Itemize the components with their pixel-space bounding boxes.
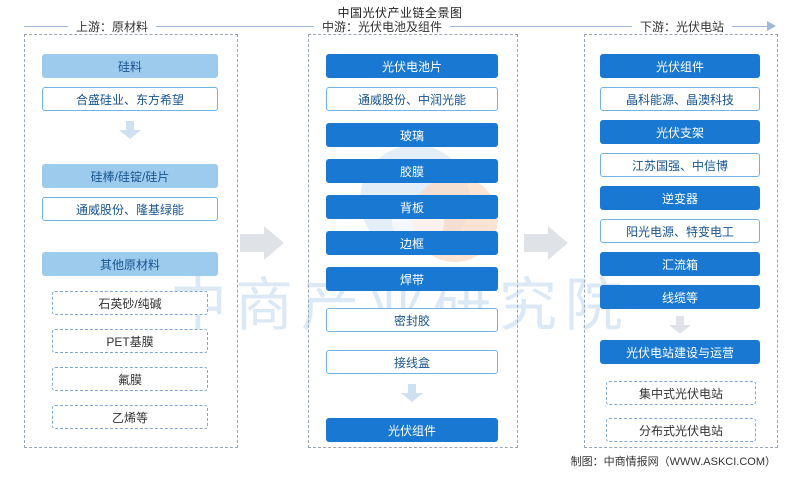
- node-downstream-5[interactable]: 阳光电源、特变电工: [600, 219, 760, 243]
- node-downstream-9[interactable]: 光伏电站建设与运营: [600, 340, 760, 364]
- node-upstream-8[interactable]: 氟膜: [52, 367, 208, 391]
- node-upstream-1[interactable]: 合盛硅业、东方希望: [42, 87, 218, 111]
- node-midstream-6[interactable]: 焊带: [326, 267, 498, 291]
- node-midstream-5[interactable]: 边框: [326, 231, 498, 255]
- node-downstream-6[interactable]: 汇流箱: [600, 252, 760, 276]
- stage-arrow-head-icon: [767, 21, 776, 31]
- node-downstream-2[interactable]: 光伏支架: [600, 120, 760, 144]
- stage-label-downstream: 下游：光伏电站: [632, 18, 733, 35]
- arrow-midstream-to-downstream-icon: [524, 226, 568, 260]
- column-upstream: [24, 34, 238, 448]
- node-midstream-4[interactable]: 背板: [326, 195, 498, 219]
- column-downstream: [584, 34, 778, 448]
- source-credit: 制图：中商情报网（WWW.ASKCI.COM）: [570, 456, 776, 468]
- node-midstream-0[interactable]: 光伏电池片: [326, 54, 498, 78]
- node-upstream-9[interactable]: 乙烯等: [52, 405, 208, 429]
- node-upstream-7[interactable]: PET基膜: [52, 329, 208, 353]
- node-downstream-10[interactable]: 集中式光伏电站: [606, 381, 756, 405]
- node-downstream-1[interactable]: 晶科能源、晶澳科技: [600, 87, 760, 111]
- arrow-upstream-to-midstream-icon: [240, 226, 284, 260]
- node-midstream-1[interactable]: 通威股份、中润光能: [326, 87, 498, 111]
- node-downstream-0[interactable]: 光伏组件: [600, 54, 760, 78]
- node-downstream-4[interactable]: 逆变器: [600, 186, 760, 210]
- node-midstream-2[interactable]: 玻璃: [326, 123, 498, 147]
- stage-label-midstream: 中游：光伏电池及组件: [314, 18, 451, 35]
- node-downstream-3[interactable]: 江苏国强、中信博: [600, 153, 760, 177]
- node-downstream-7[interactable]: 线缆等: [600, 285, 760, 309]
- node-upstream-4[interactable]: 通威股份、隆基绿能: [42, 197, 218, 221]
- arrow-down-midstream-icon: [401, 384, 423, 402]
- arrow-down-upstream-icon: [119, 121, 141, 139]
- node-midstream-3[interactable]: 胶膜: [326, 159, 498, 183]
- arrow-down-downstream-icon: [669, 316, 691, 334]
- column-midstream: [308, 34, 518, 448]
- node-midstream-10[interactable]: 光伏组件: [326, 418, 498, 442]
- node-midstream-8[interactable]: 接线盒: [326, 350, 498, 374]
- node-upstream-6[interactable]: 石英砂/纯碱: [52, 291, 208, 315]
- node-upstream-5[interactable]: 其他原材料: [42, 252, 218, 276]
- node-midstream-7[interactable]: 密封胶: [326, 308, 498, 332]
- stage-label-upstream: 上游：原材料: [68, 18, 157, 35]
- node-upstream-0[interactable]: 硅料: [42, 54, 218, 78]
- node-upstream-3[interactable]: 硅棒/硅锭/硅片: [42, 164, 218, 188]
- stage-arrow-bar: 上游：原材料 中游：光伏电池及组件 下游：光伏电站: [24, 18, 776, 35]
- node-downstream-11[interactable]: 分布式光伏电站: [606, 418, 756, 442]
- chart-title: 中国光伏产业链全景图: [337, 6, 463, 20]
